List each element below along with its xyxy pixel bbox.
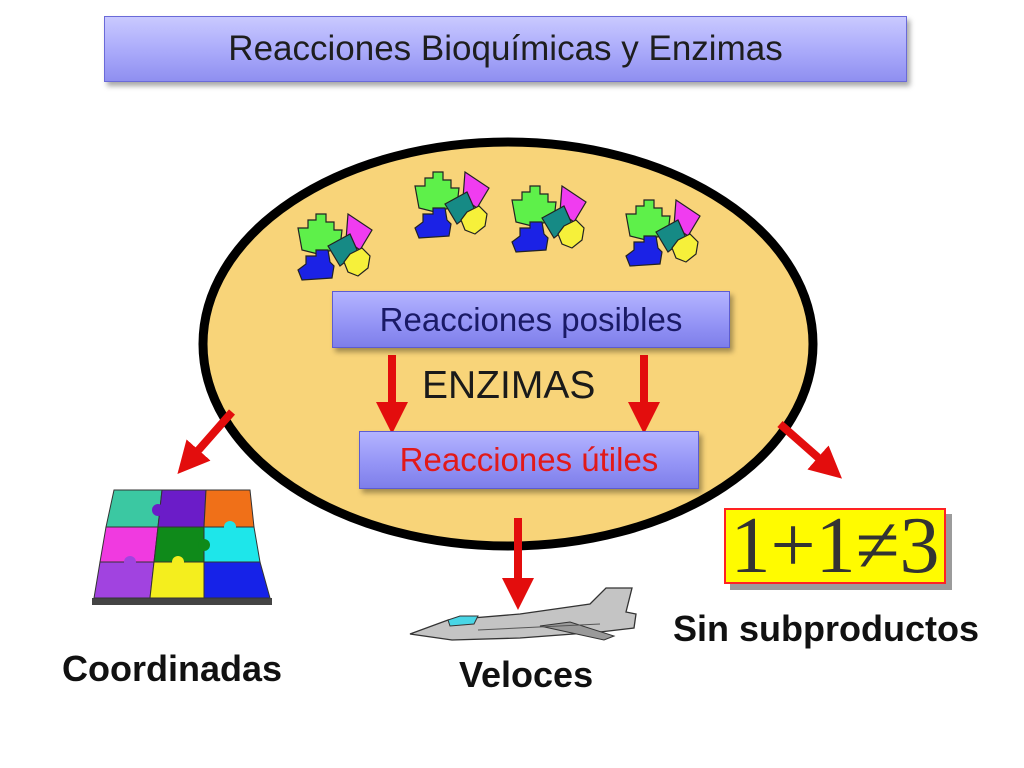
page-title: Reacciones Bioquímicas y Enzimas [104, 16, 907, 82]
possible-reactions-box: Reacciones posibles [332, 291, 730, 348]
no-byproducts-label: Sin subproductos [673, 608, 979, 649]
fast-label: Veloces [459, 654, 594, 695]
jigsaw-puzzle-icon [92, 489, 272, 605]
arrow-to-no-byproducts [777, 420, 843, 479]
coordinated-label: Coordinadas [62, 648, 283, 689]
equation-box: 1+1≠3 [724, 506, 946, 586]
enzymes-label: ENZIMAS [422, 364, 596, 407]
useful-reactions-box: Reacciones útiles [359, 431, 699, 489]
jet-plane-icon [409, 587, 637, 641]
arrow-to-coordinated [177, 409, 236, 475]
